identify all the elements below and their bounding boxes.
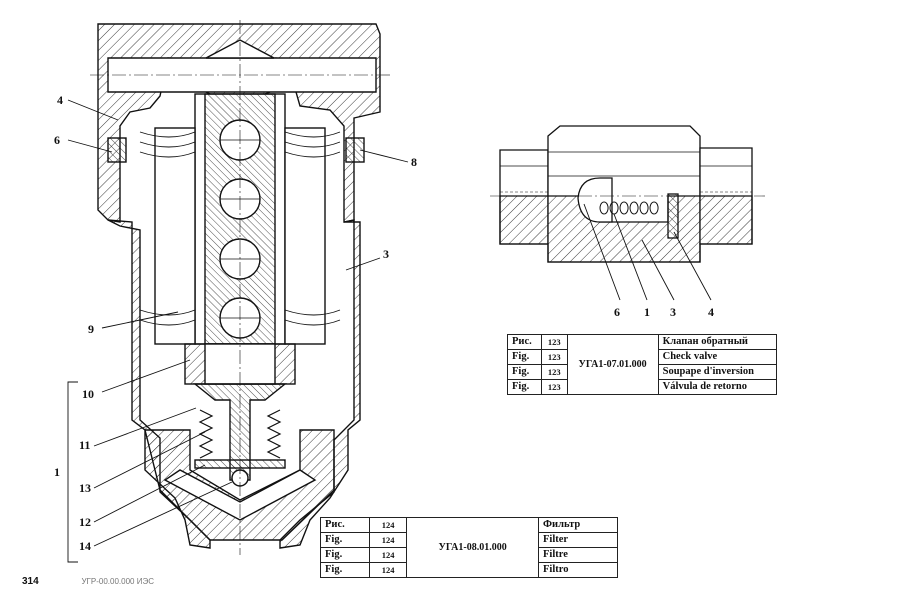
table-row: Рис. 123 УГА1-07.01.000 Клапан обратный xyxy=(507,334,778,395)
fig-prefix: Fig. xyxy=(507,379,542,395)
callout-4: 4 xyxy=(57,93,63,107)
fig-prefix: Fig. xyxy=(507,349,542,365)
check-callout-1: 1 xyxy=(644,305,650,319)
fig-prefix: Fig. xyxy=(319,547,371,563)
bottom-plug xyxy=(144,429,335,541)
fig-number: 123 xyxy=(540,364,568,380)
check-spring xyxy=(599,201,659,215)
part-title: Filtro xyxy=(538,562,618,578)
table-row: Fig. 124 Filtre xyxy=(319,547,618,563)
part-title: Клапан обратный xyxy=(657,334,778,350)
callout-6: 6 xyxy=(54,133,60,147)
document-code: УГР-00.00.000 ИЭС xyxy=(81,577,154,586)
callout-12: 12 xyxy=(79,515,91,529)
seal-left xyxy=(107,137,127,163)
part-title: Фильтр xyxy=(538,517,618,533)
table-row: Fig. 123 Soupape d'inversion xyxy=(507,364,778,380)
callout-3: 3 xyxy=(383,247,389,261)
check-callout-4: 4 xyxy=(708,305,714,319)
fig-prefix: Fig. xyxy=(319,532,371,548)
caption-table-filter: Рис. 124 УГА1-08.01.000 Фильтр Fig. 124 … xyxy=(319,517,618,578)
filter-section-view xyxy=(90,20,390,555)
filter-element-left xyxy=(154,127,196,345)
callout-13: 13 xyxy=(79,481,91,495)
callout-10: 10 xyxy=(82,387,94,401)
part-code: УГА1-07.01.000 xyxy=(566,334,659,395)
table-row: Fig. 123 Válvula de retorno xyxy=(507,379,778,395)
check-callout-6: 6 xyxy=(614,305,620,319)
fig-prefix: Fig. xyxy=(319,562,371,578)
part-title: Filter xyxy=(538,532,618,548)
retaining-ring xyxy=(667,193,679,239)
callout-8: 8 xyxy=(411,155,417,169)
part-title: Check valve xyxy=(657,349,778,365)
spring xyxy=(198,409,214,459)
fig-prefix: Рис. xyxy=(507,334,542,350)
callout-11: 11 xyxy=(79,438,90,452)
check-valve-view xyxy=(490,125,765,263)
page-number: 314 xyxy=(22,576,39,587)
callout-14: 14 xyxy=(79,539,91,553)
fig-number: 123 xyxy=(540,349,568,365)
fig-number: 124 xyxy=(369,547,408,563)
table-row: Fig. 124 Filtro xyxy=(319,562,618,578)
housing-right-wall xyxy=(279,219,361,549)
check-valve-callouts: 6 1 3 4 xyxy=(614,305,714,319)
callout-9: 9 xyxy=(88,322,94,336)
valve-poppet xyxy=(193,383,287,481)
filter-callouts: 4 6 8 3 9 10 11 13 12 14 1 xyxy=(54,93,417,553)
seal-right xyxy=(345,137,365,163)
fig-prefix: Рис. xyxy=(319,517,371,533)
caption-table-check-valve: Рис. 123 УГА1-07.01.000 Клапан обратный … xyxy=(507,334,778,395)
housing-left-wall xyxy=(107,219,211,549)
part-title: Soupape d'inversion xyxy=(657,364,778,380)
fig-number: 123 xyxy=(540,334,568,350)
page-footer: 314 УГР-00.00.000 ИЭС xyxy=(22,576,154,587)
check-valve-leaders xyxy=(583,203,712,301)
part-title: Filtre xyxy=(538,547,618,563)
group-label: 1 xyxy=(54,465,60,479)
fig-number: 124 xyxy=(369,562,408,578)
part-title: Válvula de retorno xyxy=(657,379,778,395)
table-row: Рис. 124 УГА1-08.01.000 Фильтр xyxy=(319,517,618,578)
filter-element-right xyxy=(284,127,326,345)
fig-prefix: Fig. xyxy=(507,364,542,380)
fig-number: 124 xyxy=(369,532,408,548)
head-channel xyxy=(107,57,377,93)
fig-number: 124 xyxy=(369,517,408,533)
fig-number: 123 xyxy=(540,379,568,395)
check-callout-3: 3 xyxy=(670,305,676,319)
filter-leaders xyxy=(67,99,409,563)
part-code: УГА1-08.01.000 xyxy=(406,517,540,578)
